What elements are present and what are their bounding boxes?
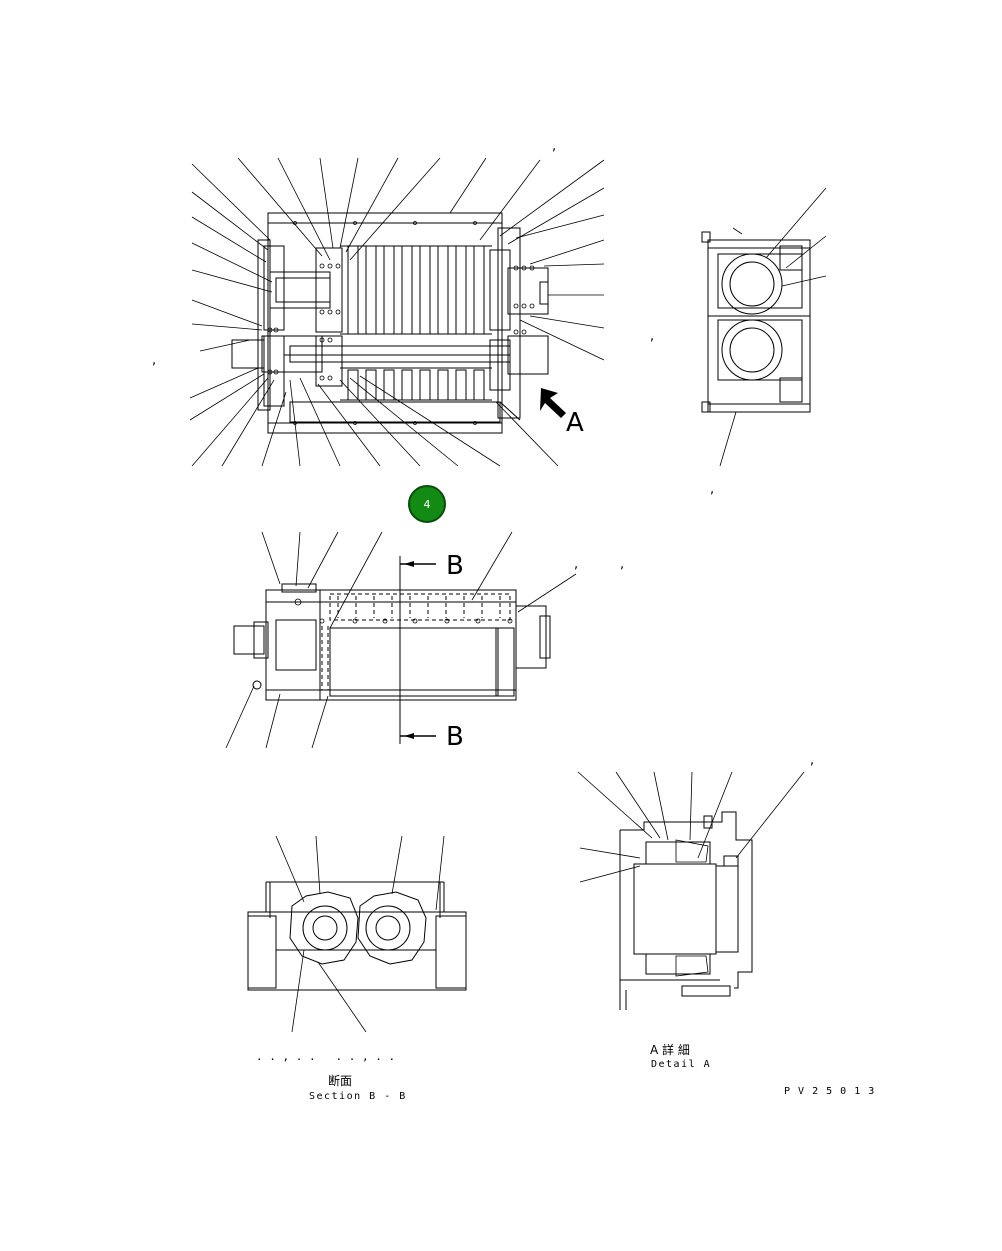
view-a-label: A	[566, 408, 584, 438]
comma-mark: ,	[810, 753, 815, 768]
view-a-arrow-icon	[540, 388, 566, 418]
end-view	[701, 187, 827, 467]
detail-caption-en: Detail A	[651, 1059, 712, 1070]
section-b-label-top: B	[446, 551, 464, 581]
drawing-number: P V 2 5 0 1 3	[784, 1086, 876, 1097]
section-b-label-bottom: B	[446, 722, 464, 752]
section-caption-en: Section B - B	[309, 1091, 407, 1102]
comma-mark: ,	[152, 353, 157, 368]
section-b-b-view	[247, 835, 467, 1033]
comma-mark: ,	[574, 557, 579, 572]
section-caption-jp: 断面	[328, 1074, 353, 1088]
callout-badge[interactable]: 4	[408, 485, 446, 523]
comma-mark: ,	[710, 482, 715, 497]
detail-caption-jp: A 詳 細	[650, 1043, 690, 1057]
comma-mark: ,	[620, 557, 625, 572]
comma-mark: ,	[650, 329, 655, 344]
detail-a-view	[577, 771, 805, 1010]
section-dots: . . , . . . . , . .	[256, 1050, 396, 1063]
top-assembly-view	[189, 157, 605, 467]
side-view	[225, 531, 577, 749]
comma-mark: ,	[552, 139, 557, 154]
